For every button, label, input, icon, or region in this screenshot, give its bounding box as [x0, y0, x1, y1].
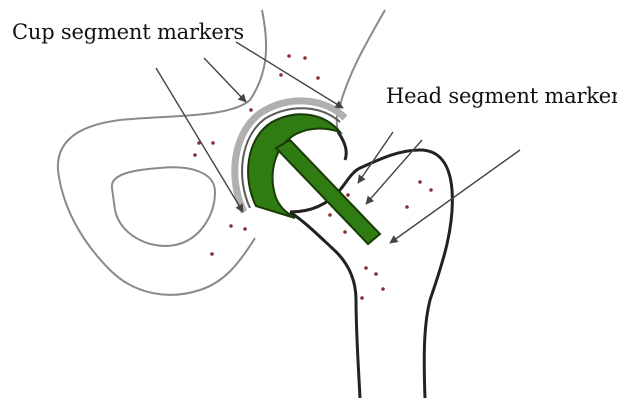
- cup-arrow-3: [156, 68, 243, 212]
- marker-dot: [429, 188, 433, 192]
- head-arrow-2: [366, 140, 422, 204]
- marker-dot: [229, 224, 233, 228]
- cup-arrow-1: [204, 58, 246, 102]
- marker-dot: [364, 266, 368, 270]
- marker-dot: [210, 252, 214, 256]
- marker-dot: [381, 287, 385, 291]
- marker-dot: [303, 56, 307, 60]
- marker-dot: [279, 73, 283, 77]
- marker-dot: [374, 272, 378, 276]
- cup-segment-label: Cup segment markers: [12, 20, 244, 44]
- pelvis-rim: [337, 10, 385, 130]
- prosthetic-stem: [276, 140, 380, 244]
- femur-outline-medial: [290, 212, 360, 398]
- marker-dot: [243, 227, 247, 231]
- marker-dot: [328, 213, 332, 217]
- marker-dot: [360, 296, 364, 300]
- obturator-foramen: [112, 167, 215, 246]
- marker-dot: [211, 141, 215, 145]
- marker-dot: [418, 180, 422, 184]
- marker-dot: [346, 193, 350, 197]
- marker-dot: [287, 54, 291, 58]
- head-arrow-3: [390, 150, 520, 243]
- femur-neck-upper: [338, 132, 346, 160]
- marker-dot: [197, 141, 201, 145]
- marker-dot: [316, 76, 320, 80]
- marker-dot: [193, 153, 197, 157]
- marker-dot: [249, 108, 253, 112]
- marker-dot: [343, 230, 347, 234]
- marker-dot: [405, 205, 409, 209]
- head-segment-label: Head segment markers: [386, 84, 617, 108]
